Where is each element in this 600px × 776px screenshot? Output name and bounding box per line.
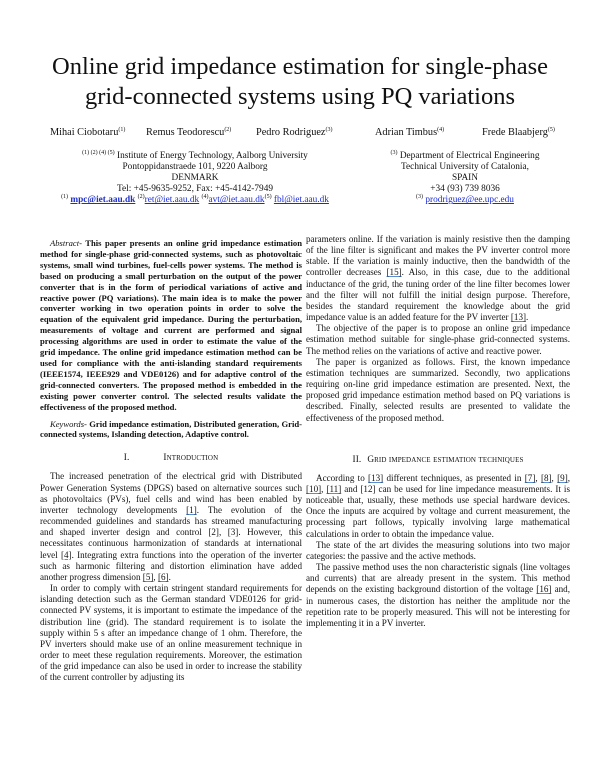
keywords: Keywords- Grid impedance estimation, Dis… [40,418,302,440]
intro-paragraph-3: parameters online. If the variation is m… [306,234,570,323]
email-link-ret[interactable]: ret@iet.aau.dk [144,195,200,206]
citation-link[interactable]: [15] [386,267,402,278]
citation-link[interactable]: [7] [524,472,536,483]
citation-link[interactable]: [6] [157,571,169,582]
techniques-paragraph-2: The state of the art divides the measuri… [306,539,570,561]
citation-link[interactable]: [13] [510,312,527,323]
citation-link[interactable]: [11] [326,483,342,494]
email-list: (1) mpc@iet.aau.dk (2)ret@iet.aau.dk (4)… [61,194,329,206]
author-3: Pedro Rodriguez(3) [256,127,333,138]
citation-link[interactable]: [9] [557,472,568,483]
email-link-prodriguez[interactable]: prodriguez@ee.upc.edu [425,195,514,206]
email-link-avt[interactable]: avt@iet.aau.dk [208,195,265,206]
citation-link[interactable]: [10] [306,483,322,494]
paper-title: Online grid impedance estimation for sin… [0,52,600,112]
title-line-2: grid-connected systems using PQ variatio… [84,83,516,110]
citation-link[interactable]: [5] [142,571,154,582]
intro-paragraph-2: In order to comply with certain stringen… [40,583,302,683]
right-column: parameters online. If the variation is m… [306,234,570,629]
citation-link[interactable]: [8] [540,472,552,483]
intro-paragraph-4: The objective of the paper is to propose… [306,323,570,356]
email-link-fbl[interactable]: fbl@iet.aau.dk [273,195,329,206]
citation-link[interactable]: [1] [186,504,197,515]
section-heading-introduction: I.Introduction [123,453,219,464]
techniques-paragraph-1: According to [13] different techniques, … [306,472,571,539]
author-5: Frede Blaabjerg(5) [482,127,555,138]
affiliation-catalonia: (3) Department of Electrical Engineering… [390,150,540,206]
author-1: Mihai Ciobotaru(1) [50,127,126,138]
left-column: Abstract- This paper presents an online … [40,238,302,683]
email-link-mpc[interactable]: mpc@iet.aau.dk [70,195,136,206]
title-line-1: Online grid impedance estimation for sin… [52,53,548,80]
intro-paragraph-1: The increased penetration of the electri… [40,471,302,582]
citation-link[interactable]: [13] [368,472,384,483]
intro-paragraph-5: The paper is organized as follows. First… [306,356,570,423]
citation-link[interactable]: [16] [536,584,552,595]
author-2: Remus Teodorescu(2) [146,127,232,138]
affiliation-aalborg: (1) (2) (4) (5) Institute of Energy Tech… [45,150,345,206]
abstract: Abstract- This paper presents an online … [40,238,302,412]
techniques-paragraph-3: The passive method uses the non characte… [306,562,570,628]
citation-link[interactable]: [4] [60,549,72,560]
author-4: Adrian Timbus(4) [375,127,445,138]
section-heading-techniques: II.Grid impedance estimation techniques [352,454,524,465]
